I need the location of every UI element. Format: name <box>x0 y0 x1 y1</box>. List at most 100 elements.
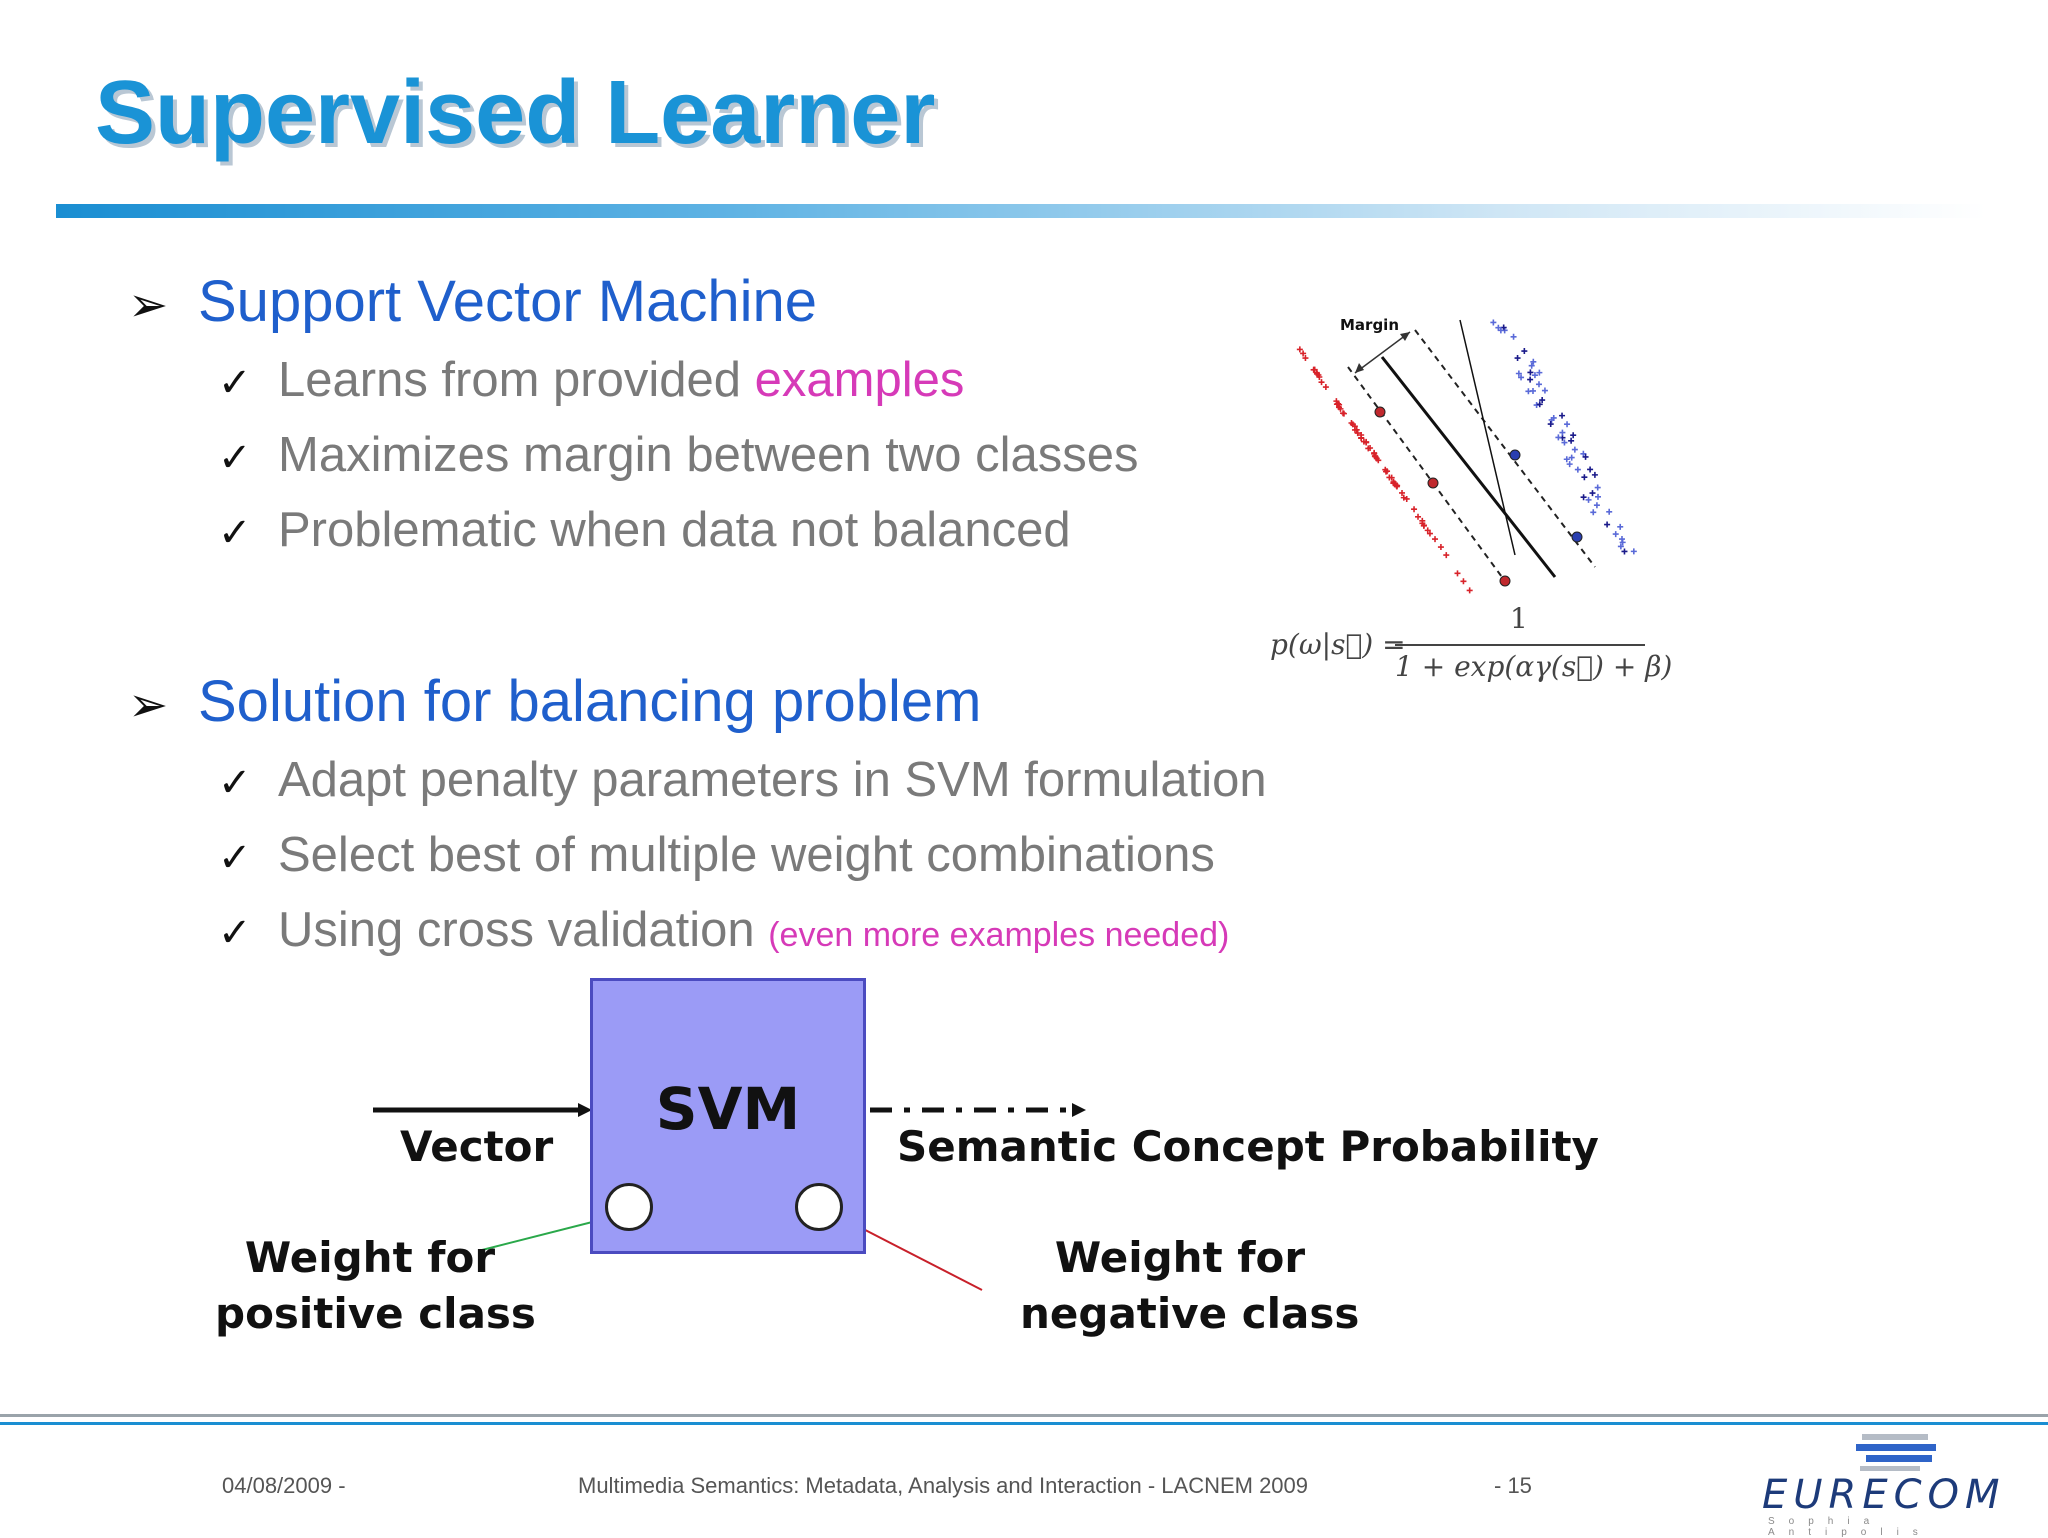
footer-date: 04/08/2009 - <box>222 1473 346 1498</box>
data-point <box>1550 414 1557 421</box>
svm-box-label: SVM <box>655 1075 801 1143</box>
data-point <box>1561 439 1568 446</box>
data-point <box>1582 453 1589 460</box>
margin-arrow <box>1354 331 1411 374</box>
data-point <box>1536 401 1543 408</box>
positive-class-points <box>1490 319 1637 555</box>
data-point <box>1419 517 1426 524</box>
data-point <box>1630 548 1637 555</box>
data-point <box>1604 521 1611 528</box>
data-point <box>1437 544 1444 551</box>
section2-heading: ➢Solution for balancing problem <box>128 669 982 734</box>
data-point <box>1594 484 1601 491</box>
support-vector <box>1427 477 1439 489</box>
data-point <box>1571 446 1578 453</box>
section1-item-1: ✓Learns from provided examples <box>218 353 965 407</box>
support-vector <box>1509 449 1521 461</box>
data-point <box>1454 570 1461 577</box>
data-point <box>1399 489 1406 496</box>
negative-class-points <box>1296 346 1473 594</box>
data-point <box>1535 381 1542 388</box>
section2-item-3: ✓Using cross validation (even more examp… <box>218 903 1230 957</box>
data-point <box>1372 453 1379 460</box>
section2-item-2: ✓Select best of multiple weight combinat… <box>218 828 1215 882</box>
data-point <box>1415 513 1422 520</box>
title-underline <box>56 204 1986 218</box>
data-point <box>1311 366 1318 373</box>
data-point <box>1302 355 1309 362</box>
section1-item-2: ✓Maximizes margin between two classes <box>218 428 1139 482</box>
slide-title: Supervised Learner <box>95 63 936 163</box>
section1-item-3: ✓Problematic when data not balanced <box>218 503 1071 557</box>
data-point <box>1313 369 1320 376</box>
data-point <box>1490 319 1497 326</box>
highlight-examples: examples <box>754 353 965 407</box>
data-point <box>1568 454 1575 461</box>
data-point <box>1393 483 1400 490</box>
negative-weight-label: Weight for negative class <box>1020 1233 1360 1338</box>
checkmark-icon: ✓ <box>218 760 252 806</box>
margin-line-positive <box>1414 329 1596 568</box>
support-vector <box>1571 531 1583 543</box>
data-point <box>1581 474 1588 481</box>
data-point <box>1618 536 1625 543</box>
data-point <box>1585 496 1592 503</box>
data-point <box>1590 509 1597 516</box>
data-point <box>1510 333 1517 340</box>
data-point <box>1411 506 1418 513</box>
data-point <box>1443 552 1450 559</box>
data-point <box>1348 420 1355 427</box>
data-point <box>1497 327 1504 334</box>
data-point <box>1426 530 1433 537</box>
data-point <box>1559 429 1566 436</box>
support-vector <box>1499 575 1511 587</box>
data-point <box>1316 373 1323 380</box>
data-point <box>1570 432 1577 439</box>
data-point <box>1514 355 1521 362</box>
data-point <box>1547 421 1554 428</box>
section2-item-1: ✓Adapt penalty parameters in SVM formula… <box>218 753 1267 807</box>
data-point <box>1351 423 1358 430</box>
decision-boundary <box>1380 356 1557 578</box>
margin-label: Margin <box>1340 316 1399 334</box>
output-label: Semantic Concept Probability <box>897 1122 1599 1171</box>
footer-rule <box>0 1414 2048 1417</box>
data-point <box>1589 490 1596 497</box>
svm-margin-illustration: Margin <box>1296 316 1637 594</box>
data-point <box>1384 468 1391 475</box>
data-point <box>1466 587 1473 594</box>
data-point <box>1353 426 1360 433</box>
alternative-boundary <box>1459 319 1516 556</box>
data-point <box>1593 502 1600 509</box>
data-point <box>1528 362 1535 369</box>
data-point <box>1539 397 1546 404</box>
data-point <box>1594 493 1601 500</box>
eurecom-logo-text: EURECOM <box>1762 1472 2006 1518</box>
data-point <box>1371 449 1378 456</box>
section1-heading: ➢Support Vector Machine <box>128 269 818 334</box>
data-point <box>1521 348 1528 355</box>
footer-rule-accent <box>0 1422 2048 1425</box>
checkmark-icon: ✓ <box>218 435 252 481</box>
eurecom-logo-icon <box>1856 1434 1936 1471</box>
negative-weight-knob <box>795 1183 843 1231</box>
page-number: - 15 <box>1494 1473 1532 1498</box>
checkmark-icon: ✓ <box>218 360 252 406</box>
data-point <box>1420 522 1427 529</box>
data-point <box>1529 387 1536 394</box>
support-vector <box>1374 406 1386 418</box>
data-point <box>1358 434 1365 441</box>
data-point <box>1365 445 1372 452</box>
data-point <box>1621 548 1628 555</box>
data-point <box>1617 523 1624 530</box>
margin-line-negative <box>1347 366 1511 589</box>
data-point <box>1354 430 1361 437</box>
data-point <box>1580 494 1587 501</box>
data-point <box>1574 466 1581 473</box>
footer-title: Multimedia Semantics: Metadata, Analysis… <box>578 1473 1309 1498</box>
data-point <box>1340 410 1347 417</box>
data-point <box>1612 531 1619 538</box>
data-point <box>1424 527 1431 534</box>
data-point <box>1527 376 1534 383</box>
data-point <box>1536 369 1543 376</box>
